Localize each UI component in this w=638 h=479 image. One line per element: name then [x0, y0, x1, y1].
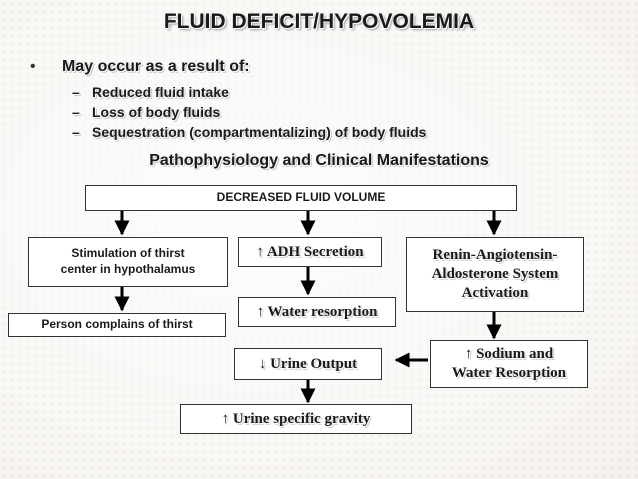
- node-thirst-line2: center in hypothalamus: [60, 262, 196, 276]
- sub-item-label: Reduced fluid intake: [92, 84, 229, 100]
- sub-item-reduced-intake: –Reduced fluid intake: [72, 84, 229, 100]
- node-thirst-line1: Stimulation of thirst: [71, 246, 185, 261]
- sub-item-sequestration: –Sequestration (compartmentalizing) of b…: [72, 124, 426, 140]
- sub-item-loss-of-fluids: –Loss of body fluids: [72, 104, 220, 120]
- slide-title: FLUID DEFICIT/HYPOVOLEMIA: [163, 10, 475, 33]
- dash-icon: –: [72, 84, 80, 100]
- node-complains-thirst: Person complains of thirst: [8, 313, 226, 337]
- node-raas-line3: Activation: [461, 284, 529, 301]
- sub-item-label: Sequestration (compartmentalizing) of bo…: [92, 124, 427, 140]
- sub-item-label: Loss of body fluids: [92, 104, 221, 120]
- node-raas-line2: Aldosterone System: [431, 266, 559, 283]
- node-sodium-line2: Water Resorption: [451, 365, 567, 381]
- bullet-dot-icon: •: [30, 58, 36, 75]
- node-urine-output: ↓ Urine Output: [234, 348, 382, 380]
- dash-icon: –: [72, 124, 80, 140]
- node-urine-specific-gravity: ↑ Urine specific gravity: [180, 404, 412, 434]
- node-water-resorption: ↑ Water resorption: [238, 297, 396, 327]
- node-sodium-line1: ↑ Sodium and: [464, 346, 554, 363]
- node-decreased-fluid-volume: DECREASED FLUID VOLUME: [85, 185, 517, 211]
- node-raas-line1: Renin-Angiotensin-: [432, 247, 558, 264]
- node-raas-activation: Renin-Angiotensin- Aldosterone System Ac…: [406, 237, 584, 312]
- node-thirst-stimulation: Stimulation of thirst center in hypothal…: [28, 237, 228, 287]
- diagram-heading: Pathophysiology and Clinical Manifestati…: [149, 152, 489, 169]
- bullet-text: May occur as a result of:: [62, 58, 250, 75]
- node-adh-secretion: ↑ ADH Secretion: [238, 237, 382, 267]
- node-sodium-water-resorption: ↑ Sodium and Water Resorption: [430, 340, 588, 388]
- dash-icon: –: [72, 104, 80, 120]
